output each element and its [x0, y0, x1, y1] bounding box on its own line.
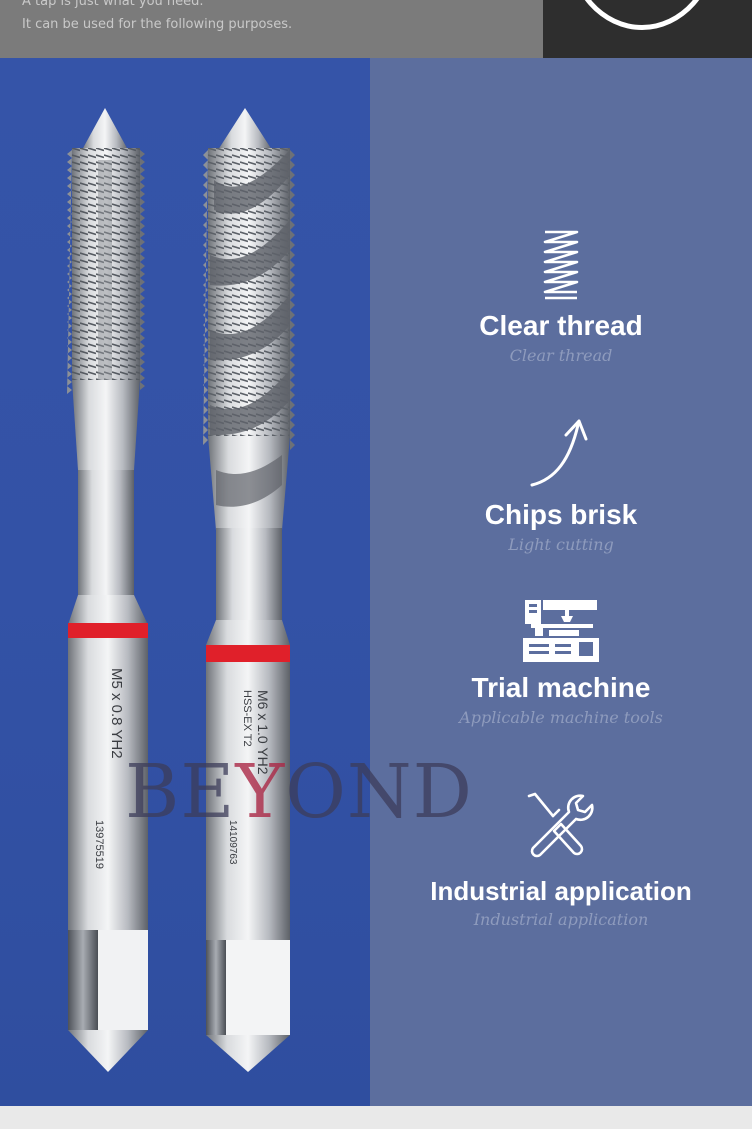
- feature-subtitle: Industrial application: [473, 910, 649, 929]
- right-tap: [203, 108, 295, 1072]
- right-tap-serial: 14109763: [227, 820, 238, 865]
- wrench-screwdriver-icon: [527, 792, 594, 858]
- left-tap-serial: 13975519: [93, 820, 105, 869]
- top-dark-panel: [543, 0, 752, 58]
- machine-icon: [523, 600, 599, 662]
- brand-watermark: BEYOND: [125, 755, 473, 829]
- watermark-text-start: BE: [125, 749, 236, 835]
- feature-subtitle: Applicable machine tools: [459, 708, 663, 727]
- banner-text-line-1: A tap is just what you need.: [22, 0, 204, 9]
- product-photo-panel: [0, 58, 370, 1106]
- feature-title: Industrial application: [430, 876, 692, 906]
- watermark-text-mid: Y: [235, 749, 286, 835]
- feature-trial-machine: Trial machine Applicable machine tools: [370, 598, 752, 726]
- feature-title: Chips brisk: [484, 499, 638, 530]
- spring-icon: [543, 230, 579, 300]
- feature-title: Clear thread: [479, 310, 643, 341]
- feature-subtitle: Clear thread: [509, 346, 613, 365]
- right-tap-marking: M6 x 1.0 YH2: [255, 690, 271, 775]
- feature-industrial-application: Industrial application Industrial applic…: [370, 790, 752, 928]
- banner-text-line-2: It can be used for the following purpose…: [22, 17, 293, 32]
- curved-arrow-icon: [530, 419, 588, 487]
- feature-chips-brisk: Chips brisk Light cutting: [370, 415, 752, 553]
- watermark-text-end: OND: [285, 749, 474, 835]
- left-tap-marking: M5 x 0.8 YH2: [108, 668, 125, 759]
- right-tap-grade: HSS-EX T2: [241, 690, 253, 747]
- feature-subtitle: Light cutting: [508, 535, 614, 554]
- feature-clear-thread: Clear thread Clear thread: [370, 228, 752, 364]
- bottom-strip: [0, 1106, 752, 1129]
- feature-title: Trial machine: [471, 672, 651, 703]
- left-tap: [67, 108, 148, 1072]
